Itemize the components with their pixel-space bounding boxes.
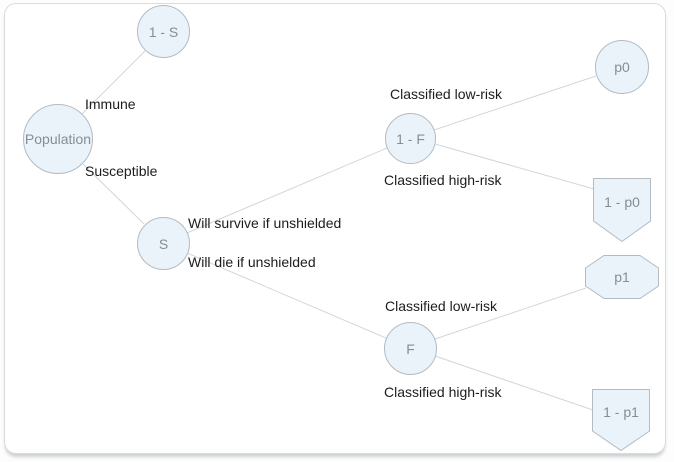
shield-down-shape <box>592 389 650 451</box>
edge-label-susceptible: Susceptible <box>85 163 158 179</box>
edge-label-low-risk-survivors: Classified low-risk <box>390 86 503 102</box>
node-p1-label: p1 <box>614 269 630 285</box>
edge-label-will-die: Will die if unshielded <box>188 254 316 270</box>
node-p1: p1 <box>585 255 659 299</box>
edge-label-low-risk-casualties: Classified low-risk <box>385 298 498 314</box>
edge-population-s <box>82 163 145 225</box>
edge-label-immune: Immune <box>85 96 136 112</box>
node-1-p1: 1 - p1 <box>592 389 650 451</box>
edge-label-will-survive: Will survive if unshielded <box>188 215 342 231</box>
edge-population-1-s <box>81 50 146 115</box>
node-1-s-label: 1 - S <box>148 23 179 40</box>
node-p0: p0 <box>595 40 649 94</box>
edge-1-f-1-p0 <box>434 143 595 190</box>
shield-down-shape <box>593 178 651 242</box>
edge-label-high-risk-survivors: Classified high-risk <box>384 172 502 188</box>
node-population: Population <box>23 104 93 174</box>
node-population-label: Population <box>24 131 92 147</box>
node-1-s: 1 - S <box>137 5 190 58</box>
node-1-p0: 1 - p0 <box>593 178 651 242</box>
node-f: F <box>384 322 437 375</box>
edge-f-p1 <box>434 287 587 340</box>
node-1-f: 1 - F <box>385 113 436 164</box>
node-p0-label: p0 <box>614 59 630 75</box>
edge-s-1-f <box>186 147 388 234</box>
node-1-p1-label: 1 - p1 <box>603 404 639 420</box>
diagram-card <box>4 3 666 454</box>
edge-label-high-risk-casualties: Classified high-risk <box>384 384 502 400</box>
node-f-label: F <box>406 340 415 357</box>
node-1-f-label: 1 - F <box>396 130 425 147</box>
edge-f-1-p1 <box>434 355 594 411</box>
node-1-p0-label: 1 - p0 <box>604 194 640 210</box>
node-s-label: S <box>158 235 169 252</box>
edge-s-f <box>186 252 387 339</box>
edge-1-f-p0 <box>433 75 597 131</box>
octagon-shape <box>585 255 659 299</box>
node-s: S <box>137 217 190 270</box>
